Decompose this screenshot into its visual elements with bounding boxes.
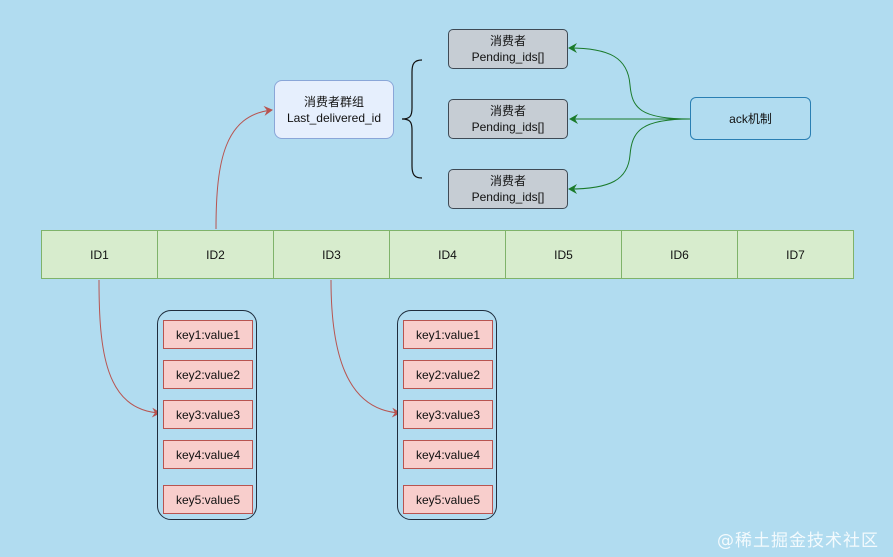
- watermark: @稀土掘金技术社区: [717, 531, 879, 551]
- ack-label: ack机制: [729, 111, 772, 126]
- consumer-field: Pending_ids[]: [471, 190, 545, 204]
- kv-item: key5:value5: [163, 485, 253, 514]
- consumer-group-title: 消费者群组: [303, 94, 364, 109]
- consumer-node-1: 消费者 Pending_ids[]: [448, 29, 568, 69]
- stream-cell-id3: ID3: [274, 231, 390, 278]
- entry-container-2: key1:value1 key2:value2 key3:value3 key4…: [397, 310, 497, 520]
- stream-cell-id2: ID2: [158, 231, 274, 278]
- consumer-group-field: Last_delivered_id: [286, 110, 382, 125]
- kv-item: key1:value1: [163, 320, 253, 349]
- consumer-group-node: 消费者群组 Last_delivered_id: [274, 80, 394, 139]
- kv-item: key2:value2: [163, 360, 253, 389]
- stream-cell-id7: ID7: [786, 247, 805, 262]
- consumer-field: Pending_ids[]: [471, 120, 545, 134]
- stream-cell-id4: ID4: [390, 231, 506, 278]
- kv-item: key2:value2: [403, 360, 493, 389]
- arrow-id3-to-entry2: [330, 279, 401, 418]
- kv-item: key1:value1: [403, 320, 493, 349]
- ack-mechanism-node: ack机制: [690, 97, 811, 140]
- arrow-id2-to-group: [215, 105, 273, 230]
- consumer-title: 消费者: [489, 104, 526, 118]
- kv-item: key3:value3: [403, 400, 493, 429]
- kv-item: key4:value4: [163, 440, 253, 469]
- arrow-id1-to-entry1: [98, 279, 161, 418]
- stream-cell-id5: ID5: [506, 231, 622, 278]
- consumer-title: 消费者: [489, 174, 526, 188]
- consumer-field: Pending_ids[]: [471, 50, 545, 64]
- entry-container-1: key1:value1 key2:value2 key3:value3 key4…: [157, 310, 257, 520]
- stream-id-row: ID1 ID2 ID3 ID4 ID5 ID6 ID7: [41, 230, 854, 279]
- arrow-ack-to-consumer-1: [568, 43, 691, 120]
- consumer-title: 消费者: [489, 34, 526, 48]
- stream-cell-id1: ID1: [42, 231, 158, 278]
- kv-item: key3:value3: [163, 400, 253, 429]
- kv-item: key4:value4: [403, 440, 493, 469]
- consumer-node-2: 消费者 Pending_ids[]: [448, 99, 568, 139]
- kv-item: key5:value5: [403, 485, 493, 514]
- stream-cell-id6: ID6: [622, 231, 738, 278]
- consumer-node-3: 消费者 Pending_ids[]: [448, 169, 568, 209]
- consumer-brace: [401, 59, 423, 179]
- arrow-ack-to-consumer-3: [568, 118, 691, 194]
